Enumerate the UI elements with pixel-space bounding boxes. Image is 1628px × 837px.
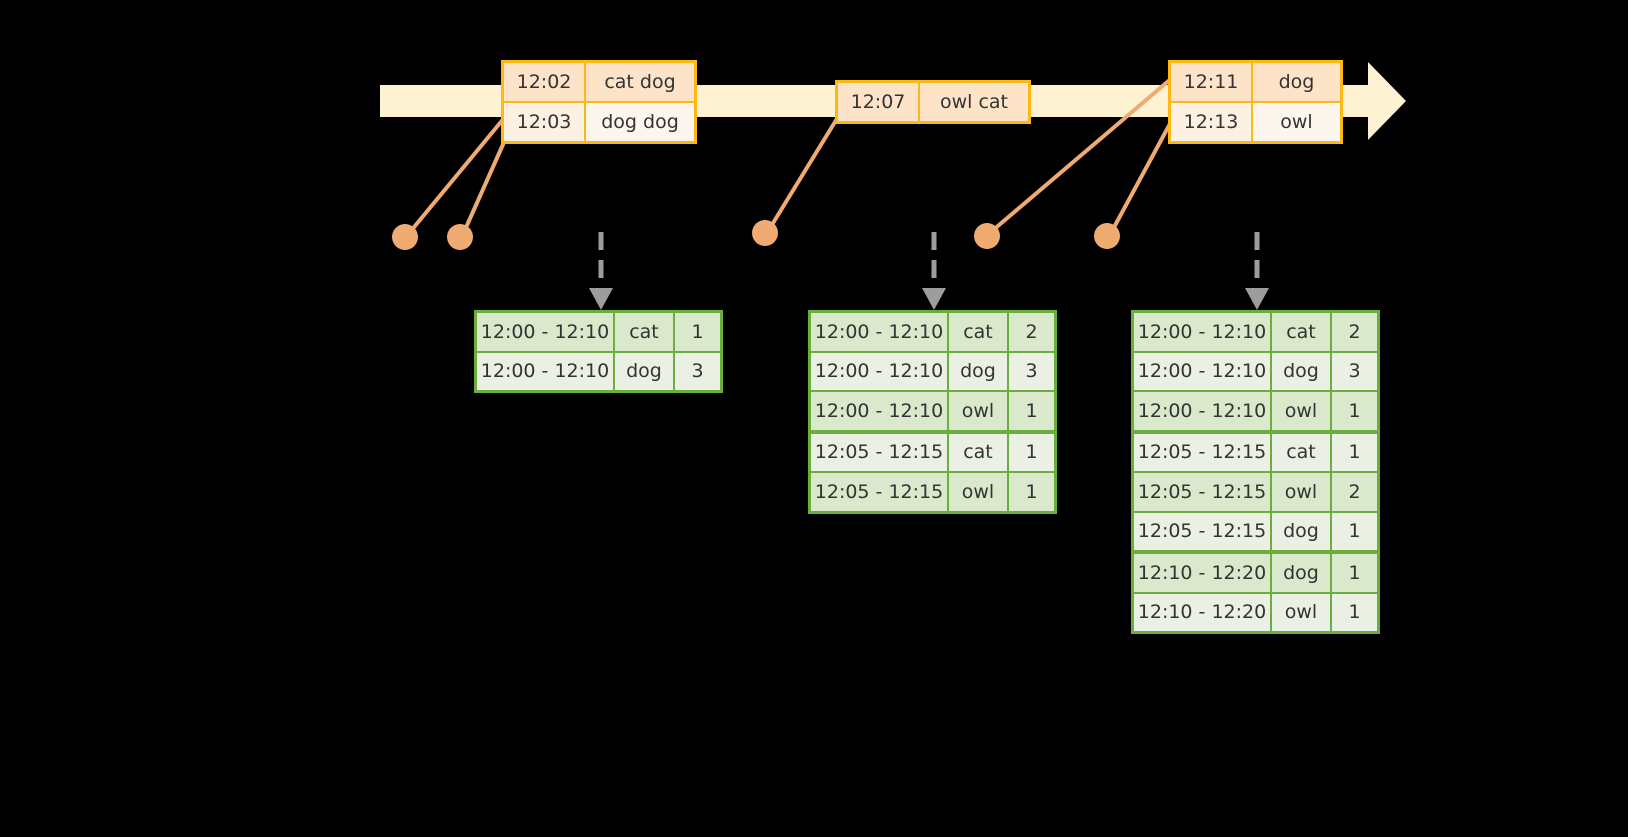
event-time: 12:02 [504, 63, 586, 101]
count-cell: 2 [1332, 313, 1377, 351]
window-cell: 12:00 - 12:10 [1134, 352, 1272, 390]
count-cell: 1 [675, 313, 720, 351]
window-cell: 12:00 - 12:10 [477, 313, 615, 351]
word-cell: cat [1272, 313, 1332, 351]
word-cell: dog [615, 352, 675, 390]
count-cell: 1 [1009, 473, 1054, 511]
window-cell: 12:00 - 12:10 [811, 352, 949, 390]
event-row: 12:07 owl cat [838, 83, 1028, 121]
count-cell: 1 [1332, 554, 1377, 592]
word-cell: dog [1272, 554, 1332, 592]
window-cell: 12:05 - 12:15 [811, 473, 949, 511]
word-cell: owl [949, 392, 1009, 430]
word-cell: dog [1272, 512, 1332, 550]
event-box-2[interactable]: 12:07 owl cat [835, 80, 1031, 124]
event-row: 12:02 cat dog [504, 63, 694, 101]
word-cell: cat [949, 433, 1009, 471]
word-cell: dog [949, 352, 1009, 390]
connector-dot-5 [1094, 223, 1120, 249]
dashed-arrow-2 [922, 232, 946, 310]
window-cell: 12:10 - 12:20 [1134, 554, 1272, 592]
window-cell: 12:05 - 12:15 [1134, 512, 1272, 550]
event-row: 12:13 owl [1171, 101, 1340, 141]
timeline-arrow-head-icon [1368, 62, 1406, 140]
word-cell: owl [1272, 473, 1332, 511]
count-cell: 1 [1332, 433, 1377, 471]
word-cell: owl [1272, 392, 1332, 430]
count-cell: 3 [1332, 352, 1377, 390]
word-cell: cat [1272, 433, 1332, 471]
count-cell: 3 [1009, 352, 1054, 390]
window-cell: 12:00 - 12:10 [1134, 392, 1272, 430]
connector-dot-1 [392, 224, 418, 250]
event-words: dog [1253, 63, 1340, 101]
window-cell: 12:00 - 12:10 [811, 392, 949, 430]
word-cell: cat [615, 313, 675, 351]
count-cell: 2 [1332, 473, 1377, 511]
event-time: 12:13 [1171, 103, 1253, 141]
window-cell: 12:00 - 12:10 [477, 352, 615, 390]
count-cell: 1 [1009, 433, 1054, 471]
window-cell: 12:10 - 12:20 [1134, 593, 1272, 631]
event-time: 12:03 [504, 103, 586, 141]
word-cell: dog [1272, 352, 1332, 390]
dashed-arrow-3 [1245, 232, 1269, 310]
event-words: cat dog [586, 63, 694, 101]
dashed-arrow-1 [589, 232, 613, 310]
event-time: 12:07 [838, 83, 920, 121]
event-box-3[interactable]: 12:11 dog 12:13 owl [1168, 60, 1343, 144]
event-time: 12:11 [1171, 63, 1253, 101]
window-cell: 12:05 - 12:15 [1134, 433, 1272, 471]
window-cell: 12:00 - 12:10 [811, 313, 949, 351]
count-cell: 3 [675, 352, 720, 390]
event-box-1[interactable]: 12:02 cat dog 12:03 dog dog [501, 60, 697, 144]
event-words: owl [1253, 103, 1340, 141]
event-words: dog dog [586, 103, 694, 141]
window-cell: 12:05 - 12:15 [1134, 473, 1272, 511]
window-cell: 12:05 - 12:15 [811, 433, 949, 471]
count-cell: 2 [1009, 313, 1054, 351]
count-cell: 1 [1332, 593, 1377, 631]
count-cell: 1 [1332, 512, 1377, 550]
event-row: 12:11 dog [1171, 63, 1340, 101]
count-cell: 1 [1332, 392, 1377, 430]
window-cell: 12:00 - 12:10 [1134, 313, 1272, 351]
word-cell: owl [1272, 593, 1332, 631]
word-cell: owl [949, 473, 1009, 511]
connector-dot-2 [447, 224, 473, 250]
event-row: 12:03 dog dog [504, 101, 694, 141]
connector-dot-3 [752, 220, 778, 246]
word-cell: cat [949, 313, 1009, 351]
connector-dot-4 [974, 223, 1000, 249]
count-cell: 1 [1009, 392, 1054, 430]
event-words: owl cat [920, 83, 1028, 121]
